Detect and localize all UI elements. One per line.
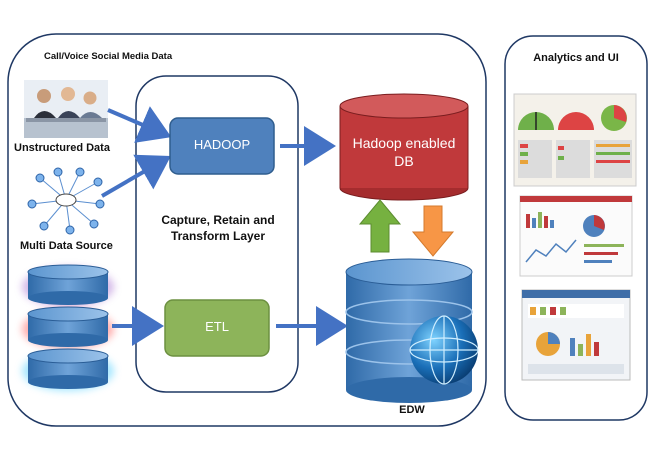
- multi-source-label: Multi Data Source: [20, 240, 113, 252]
- layer-title: Capture, Retain and Transform Layer: [161, 213, 275, 243]
- people-photo-icon: [24, 80, 108, 138]
- main-container: [7, 33, 487, 427]
- database-icon: [22, 264, 114, 391]
- analytics-container: [504, 35, 648, 421]
- analytics-title: Analytics and UI: [533, 52, 619, 64]
- etl-label: ETL: [205, 319, 229, 334]
- arrow-edw-to-db: [358, 199, 402, 253]
- unstructured-label: Unstructured Data: [14, 142, 110, 154]
- etl-box: [164, 299, 270, 357]
- network-icon: [27, 167, 105, 235]
- hadoop-db-label: Hadoop enabled DB: [352, 135, 456, 169]
- hadoop-label: HADOOP: [193, 137, 251, 152]
- arrow-db-to-edw: [411, 205, 455, 257]
- sources-header-label: Call/Voice Social Media Data: [44, 51, 173, 62]
- arrow-network-to-hadoop: [100, 154, 171, 198]
- hadoop-box: [169, 117, 275, 175]
- globe-icon: [409, 315, 479, 385]
- layer-container: [135, 75, 299, 393]
- arrow-photo-to-hadoop: [107, 106, 172, 143]
- dashboard-thumbnail-icon: [513, 93, 637, 381]
- edw-label: EDW: [399, 404, 425, 416]
- hadoop-db-cylinder: [339, 93, 469, 201]
